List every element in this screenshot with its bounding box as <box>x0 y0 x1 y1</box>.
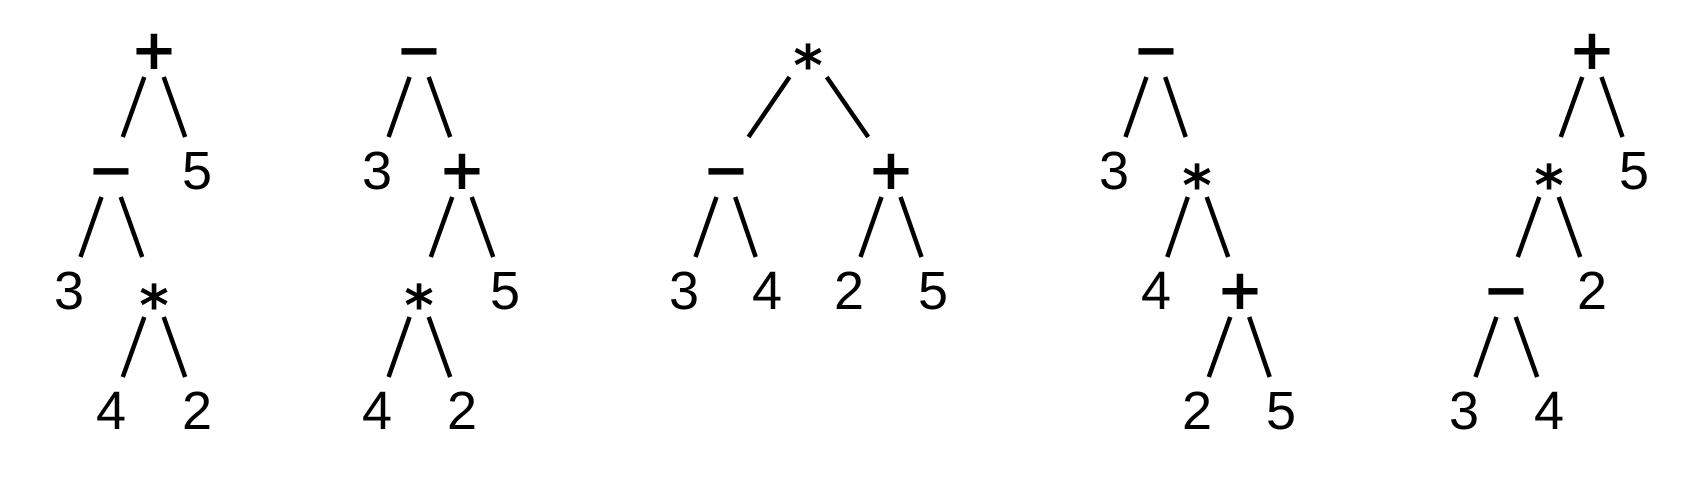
tree-2-operand-5-node: 5 <box>490 261 520 321</box>
tree-4-edge-n4-n5 <box>1206 316 1233 378</box>
tree-1-edge-n4-n5 <box>120 316 147 378</box>
tree-5-edge-n0-n1 <box>1558 76 1585 138</box>
tree-2-edge-n2-n4 <box>469 196 496 258</box>
tree-4-edge-n2-n3 <box>1165 196 1190 258</box>
tree-1-operand-4-node: 4 <box>96 381 126 441</box>
tree-3-times-operator-node: * <box>793 34 822 99</box>
tree-3-edge-n1-n3 <box>693 196 719 258</box>
tree-2-plus-operator-node: + <box>439 138 486 203</box>
tree-3-operand-2-node: 2 <box>834 261 864 321</box>
tree-4-plus-operator-node: + <box>1217 258 1264 323</box>
tree-5-operand-2-node: 2 <box>1577 261 1607 321</box>
tree-3-edge-n2-n6 <box>898 196 924 258</box>
tree-4-edge-n0-n2 <box>1163 76 1188 138</box>
tree-3-operand-4-node: 4 <box>752 261 782 321</box>
tree-1-edge-n0-n2 <box>161 76 188 138</box>
tree-2-edge-n3-n6 <box>426 316 453 378</box>
tree-2-edge-n2-n3 <box>428 196 455 258</box>
tree-2-operand-2-node: 2 <box>447 381 477 441</box>
tree-3-edge-n0-n2 <box>824 75 871 139</box>
tree-3-edge-n2-n5 <box>858 196 884 258</box>
tree-5-plus-operator-node: + <box>1569 18 1616 83</box>
tree-2-edge-n0-n1 <box>386 76 412 138</box>
edges-layer <box>78 75 1625 378</box>
tree-4-edge-n2-n4 <box>1204 196 1231 258</box>
tree-3-operand-5-node: 5 <box>918 261 948 321</box>
tree-1-operand-5-node: 5 <box>182 141 212 201</box>
tree-2-edge-n3-n5 <box>386 316 412 378</box>
tree-1-edge-n1-n4 <box>118 196 145 258</box>
tree-5-minus-operator-node: − <box>1483 258 1530 323</box>
tree-5-edge-n1-n4 <box>1556 196 1583 258</box>
tree-3-edge-n0-n1 <box>746 75 792 139</box>
tree-4-operand-3-node: 3 <box>1099 141 1129 201</box>
tree-1-operand-3-node: 3 <box>54 261 84 321</box>
tree-5-operand-4-node: 4 <box>1534 381 1564 441</box>
tree-1-plus-operator-node: + <box>131 18 178 83</box>
tree-5-times-operator-node: * <box>1534 154 1563 219</box>
tree-3-plus-operator-node: + <box>868 138 915 203</box>
tree-3-minus-operator-node: − <box>703 138 750 203</box>
tree-2-operand-4-node: 4 <box>362 381 392 441</box>
tree-4-operand-5-node: 5 <box>1266 381 1296 441</box>
tree-5-operand-3-node: 3 <box>1449 381 1479 441</box>
tree-1-edge-n1-n3 <box>78 196 104 258</box>
tree-2-times-operator-node: * <box>404 274 433 339</box>
tree-4-minus-operator-node: − <box>1133 18 1180 83</box>
tree-4-edge-n4-n6 <box>1247 316 1272 378</box>
tree-1-operand-2-node: 2 <box>182 381 212 441</box>
tree-2-edge-n0-n2 <box>426 76 453 138</box>
tree-4-operand-2-node: 2 <box>1182 381 1212 441</box>
tree-1-minus-operator-node: − <box>88 138 135 203</box>
tree-4-times-operator-node: * <box>1182 154 1211 219</box>
tree-2-minus-operator-node: − <box>396 18 443 83</box>
tree-1-times-operator-node: * <box>139 274 168 339</box>
tree-5-edge-n0-n2 <box>1599 76 1625 138</box>
tree-1-edge-n4-n6 <box>161 316 188 378</box>
tree-2-operand-3-node: 3 <box>362 141 392 201</box>
tree-3-operand-3-node: 3 <box>669 261 699 321</box>
tree-1-edge-n0-n1 <box>120 76 147 138</box>
tree-4-edge-n0-n1 <box>1123 76 1149 138</box>
tree-3-edge-n1-n4 <box>733 196 758 258</box>
tree-4-operand-4-node: 4 <box>1141 261 1171 321</box>
tree-5-edge-n3-n6 <box>1513 316 1540 378</box>
tree-5-operand-5-node: 5 <box>1619 141 1649 201</box>
tree-5-edge-n1-n3 <box>1515 196 1542 258</box>
tree-5-edge-n3-n5 <box>1473 316 1499 378</box>
